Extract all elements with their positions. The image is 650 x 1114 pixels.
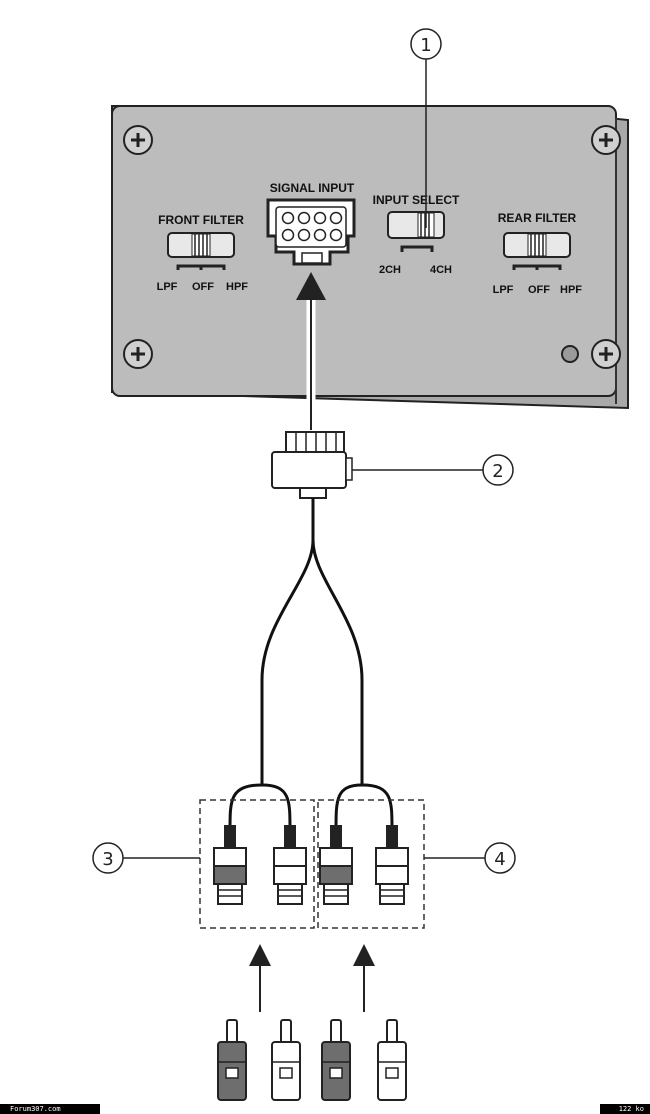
rear-filter-switch[interactable] xyxy=(503,232,571,258)
svg-text:1: 1 xyxy=(420,35,431,56)
input-select-2ch: 2CH xyxy=(379,264,401,276)
callout-3: 3 xyxy=(92,842,200,874)
rca-plug-dark xyxy=(217,1019,247,1101)
harness-cables xyxy=(228,498,394,831)
screw-icon xyxy=(123,339,153,369)
callout-1: 1 xyxy=(410,28,442,228)
front-rca-group-frame xyxy=(199,799,315,929)
rear-filter-hpf: HPF xyxy=(560,284,582,296)
callout-4: 4 xyxy=(424,842,516,874)
rear-filter-scale xyxy=(512,264,562,270)
signal-input-title: SIGNAL INPUT xyxy=(270,181,355,195)
callout-2: 2 xyxy=(352,454,514,486)
rca-jack-light xyxy=(375,825,409,905)
svg-text:3: 3 xyxy=(102,849,113,870)
rca-jack-dark xyxy=(319,825,353,905)
rca-jack-light xyxy=(273,825,307,905)
harness-connector xyxy=(271,431,353,499)
front-filter-title: FRONT FILTER xyxy=(158,213,244,227)
front-filter-off: OFF xyxy=(192,281,214,293)
rear-rca-group-frame xyxy=(317,799,425,929)
screw-icon xyxy=(591,125,621,155)
up-arrow-icon xyxy=(249,944,271,1012)
footer-watermark: Forum307.com xyxy=(0,1104,100,1114)
insert-arrow-icon xyxy=(296,272,326,430)
rear-filter-off: OFF xyxy=(528,284,550,296)
front-filter-hpf: HPF xyxy=(226,281,248,293)
rear-filter-title: REAR FILTER xyxy=(498,211,577,225)
screw-icon xyxy=(123,125,153,155)
footer-file-size: 122 ko xyxy=(600,1104,650,1114)
input-select-scale xyxy=(400,245,434,252)
screw-icon xyxy=(591,339,621,369)
rca-plug-dark xyxy=(321,1019,351,1101)
signal-input-socket[interactable] xyxy=(266,198,356,266)
indicator-hole xyxy=(561,345,579,363)
front-filter-lpf: LPF xyxy=(157,281,178,293)
front-filter-switch[interactable] xyxy=(167,232,235,258)
input-select-title: INPUT SELECT xyxy=(373,193,460,207)
input-select-4ch: 4CH xyxy=(430,264,452,276)
svg-text:4: 4 xyxy=(494,849,505,870)
rca-jack-dark xyxy=(213,825,247,905)
amplifier-panel xyxy=(111,105,629,410)
input-select-switch[interactable] xyxy=(387,211,445,239)
rear-filter-lpf: LPF xyxy=(493,284,514,296)
rca-plug-light xyxy=(377,1019,407,1101)
up-arrow-icon xyxy=(353,944,375,1012)
front-filter-scale xyxy=(176,264,226,270)
rca-plug-light xyxy=(271,1019,301,1101)
svg-text:2: 2 xyxy=(492,461,503,482)
